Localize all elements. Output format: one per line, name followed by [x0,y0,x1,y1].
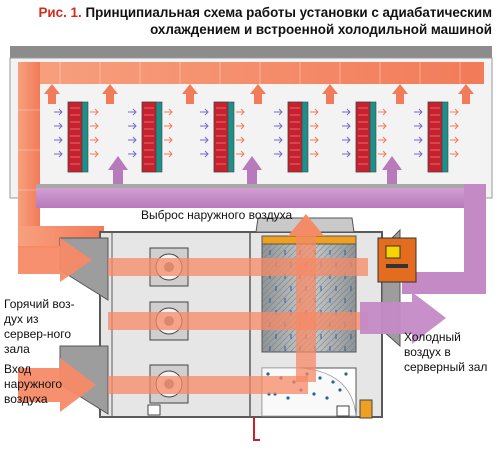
cold-horizontal-duct [402,272,486,294]
outside-inlet-label: Вход наружного воздуха [4,362,63,406]
cold-air-duct [36,184,486,294]
rack-1 [67,101,89,173]
raised-floor [36,184,486,188]
pump-box [147,404,161,416]
hot-air-duct [18,62,484,248]
title-line-2: охлаждением и встроенной холодильной маш… [150,22,492,37]
rack-4 [287,101,309,173]
rack-2 [141,101,163,173]
title-line-1: Принципиальная схема работы установки с … [85,5,492,20]
outside-inlet-arrow [18,358,96,412]
cold-outlet-arrow [360,292,446,344]
control-panel [377,237,417,283]
cold-riser-duct [464,184,486,294]
exhaust-label: Выброс наружного воздуха [141,208,293,222]
airflow-arrows [18,214,446,412]
valve-box [336,405,350,417]
rack-6 [427,101,449,173]
hall-air-arrows [44,84,474,184]
hot-air-label: Горячий воз-дух из сервер-ного зала [4,297,75,356]
figure-label: Рис. 1. [38,5,82,20]
hot-inlet-arrow [18,238,92,282]
rack-3 [213,101,235,173]
server-racks [67,101,449,173]
figure-title: Рис. 1. Принципиальная схема работы уста… [0,4,493,38]
rack-5 [355,101,377,173]
hot-ceiling-duct [18,62,484,84]
cold-air-label: Холодный воздух в серверный зал [404,330,488,374]
drain-element [359,399,373,419]
ceiling-slab [10,46,492,58]
hot-riser-duct [18,62,40,248]
exhaust-arrow [288,214,324,236]
water-inlet-pipe [253,417,260,441]
